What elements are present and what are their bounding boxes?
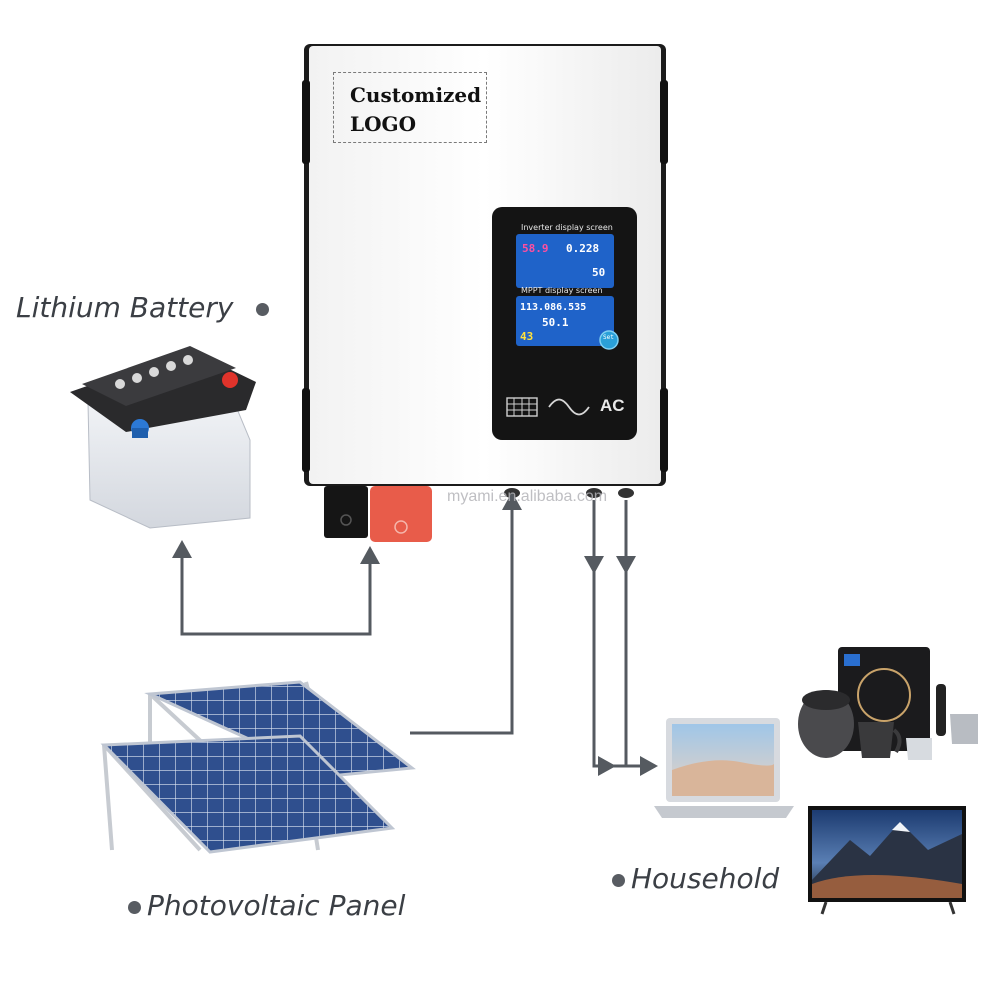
hand-blender — [936, 684, 946, 736]
positive-terminal — [370, 486, 432, 542]
logo-placeholder-box: Customized LOGO — [333, 72, 487, 143]
inverter-to-household-line-1 — [592, 500, 640, 768]
logo-text-line1: Customized — [350, 83, 482, 107]
appliances-group — [798, 647, 978, 760]
arrow-down-icon — [584, 556, 604, 574]
inverter-screen-title: Inverter display screen — [521, 223, 613, 232]
solar-panels — [100, 680, 416, 854]
inverter — [302, 44, 668, 542]
arrow-up-icon — [502, 492, 522, 510]
ac-label: AC — [600, 396, 625, 415]
sine-wave-icon — [548, 398, 590, 416]
kettle — [858, 722, 894, 758]
arrow-right-icon — [598, 756, 616, 776]
pv-to-inverter-line — [410, 500, 514, 735]
bullet-dot-icon — [256, 302, 270, 316]
logo-text-line2: LOGO — [350, 112, 416, 136]
arrowheads — [172, 492, 658, 776]
inverter-lcd — [516, 234, 614, 288]
battery-icon — [70, 346, 256, 529]
arrow-down-icon — [616, 556, 636, 574]
lcd-readout: 58.9 — [522, 242, 549, 255]
connection-lines — [180, 500, 654, 768]
lcd-readout: 50.1 — [542, 316, 569, 329]
negative-terminal — [324, 486, 368, 538]
tv-icon — [808, 806, 966, 915]
lcd-readout: 50 — [592, 266, 606, 279]
lcd-readout: 43 — [520, 330, 534, 343]
household-label-text: Household — [631, 862, 780, 895]
pv-label: Photovoltaic Panel — [128, 889, 405, 922]
mppt-lcd — [516, 296, 614, 346]
stand-mixer — [950, 714, 978, 744]
household-label: Household — [612, 862, 779, 895]
solar-icon — [506, 397, 538, 417]
arrow-up-icon — [360, 546, 380, 564]
logo-text: Customized LOGO — [350, 81, 481, 139]
arrow-right-icon — [640, 756, 658, 776]
bullet-dot-icon — [128, 900, 141, 914]
mppt-screen-title: MPPT display screen — [521, 286, 603, 295]
battery-label: Lithium Battery — [16, 291, 270, 324]
battery-label-text: Lithium Battery — [16, 291, 234, 324]
inverter-to-household-line-2 — [624, 500, 654, 768]
bullet-dot-icon — [612, 873, 625, 887]
battery-to-inverter-line — [180, 550, 372, 636]
lcd-readout: 0.228 — [566, 242, 600, 255]
set-button-label: Set — [603, 334, 614, 341]
pv-label-text: Photovoltaic Panel — [147, 889, 406, 922]
arrow-up-icon — [172, 540, 192, 558]
set-button — [599, 330, 619, 350]
lcd-readout: 113.086.535 — [520, 302, 587, 313]
laptop-icon — [654, 718, 794, 818]
watermark: myami.en.alibaba.com — [447, 488, 608, 505]
